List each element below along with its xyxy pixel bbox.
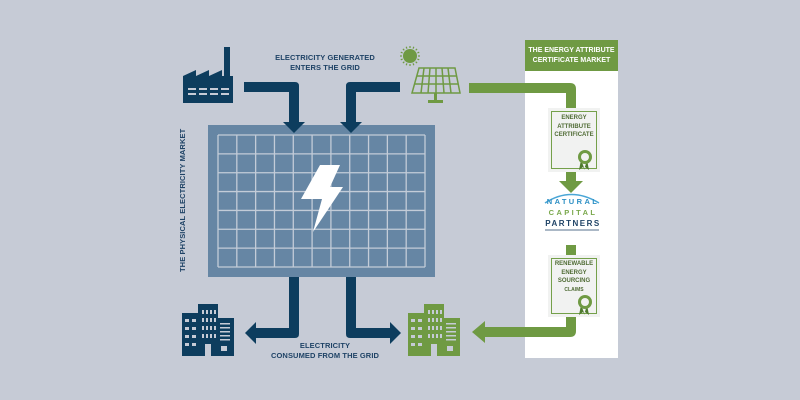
- green-buildings-icon: [408, 304, 460, 356]
- connector-ncp-to-claims: [566, 245, 576, 255]
- certificate-2-line-1: RENEWABLE: [554, 261, 594, 267]
- sun-ray: [400, 58, 403, 61]
- logo-line-capital: CAPITAL: [548, 208, 598, 217]
- arrow-factory-to-grid: [244, 82, 305, 133]
- sun-ray: [402, 61, 405, 64]
- sun-ray: [415, 61, 418, 64]
- sun-ray: [405, 63, 408, 66]
- sun-ray: [412, 46, 415, 49]
- eac-header-line-1: THE ENERGY ATTRIBUTE: [528, 46, 615, 54]
- award-seal-icon: [578, 150, 592, 170]
- natural-capital-partners-logo: NATURAL CAPITAL PARTNERS: [543, 196, 603, 229]
- arrow-grid-to-city: [245, 277, 299, 344]
- logo-line-natural: NATURAL: [546, 197, 600, 206]
- arrow-claims-to-green-buildings: [472, 315, 576, 343]
- top-label-line-2: ENTERS THE GRID: [290, 63, 360, 72]
- certificate-1-line-1: ENERGY: [561, 115, 587, 121]
- consumed-from-grid-label: ELECTRICITY CONSUMED FROM THE GRID: [255, 341, 395, 361]
- arrow-solar-to-eac: [469, 83, 576, 108]
- renewable-energy-sourcing-claims: RENEWABLE ENERGY SOURCING CLAIMS: [548, 255, 600, 317]
- physical-market-label: THE PHYSICAL ELECTRICITY MARKET: [178, 128, 187, 272]
- lightning-bolt-icon: [301, 165, 343, 232]
- sun-ray: [417, 58, 420, 61]
- certificate-2-line-4: CLAIMS: [564, 286, 584, 293]
- sun-ray: [400, 51, 403, 54]
- bottom-label-line-2: CONSUMED FROM THE GRID: [270, 351, 380, 360]
- logo-line-partners: PARTNERS: [545, 219, 601, 228]
- certificate-1-line-3: CERTIFICATE: [554, 132, 594, 138]
- city-buildings-icon: [182, 304, 234, 356]
- sun-ray: [415, 48, 418, 51]
- arrow-solar-to-grid: [340, 82, 400, 133]
- certificate-2-line-2: ENERGY: [561, 269, 587, 276]
- bottom-label-line-1: ELECTRICITY: [299, 341, 351, 350]
- award-seal-icon: [578, 295, 592, 315]
- electricity-grid-icon: [208, 125, 435, 277]
- sun-ray: [402, 48, 405, 51]
- energy-attribute-certificate: ENERGY ATTRIBUTE CERTIFICATE: [548, 108, 600, 172]
- eac-header-line-2: CERTIFICATE MARKET: [532, 56, 611, 64]
- generated-enters-grid-label: ELECTRICITY GENERATED ENTERS THE GRID: [260, 53, 390, 73]
- certificate-1-line-2: ATTRIBUTE: [557, 123, 591, 130]
- ncp-logo-arc: [544, 193, 600, 204]
- eac-market-header: THE ENERGY ATTRIBUTE CERTIFICATE MARKET: [525, 40, 618, 71]
- sun-ray: [412, 63, 415, 66]
- arrow-certificate-to-ncp: [559, 172, 583, 193]
- sun-icon: [400, 46, 420, 66]
- arrow-grid-to-green-buildings: [346, 277, 401, 344]
- certificate-2-line-3: SOURCING: [557, 278, 591, 284]
- sun-ray: [405, 46, 408, 49]
- factory-icon: [183, 47, 233, 103]
- solar-panel-icon: [400, 46, 461, 103]
- top-label-line-1: ELECTRICITY GENERATED: [275, 53, 375, 62]
- sun-ray: [417, 51, 420, 54]
